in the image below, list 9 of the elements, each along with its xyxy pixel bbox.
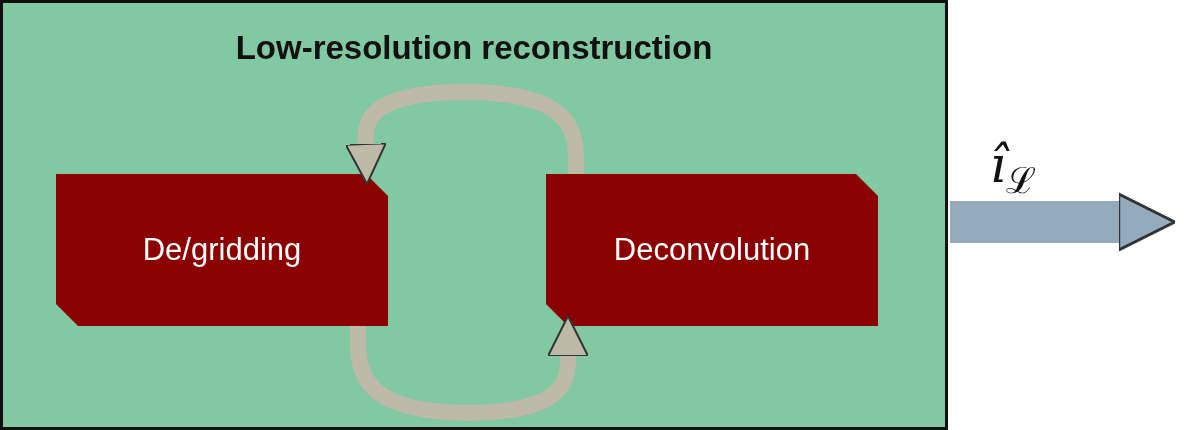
process-box [546,174,878,326]
panel [0,0,948,430]
arrow [950,192,1177,252]
arrow [350,315,589,421]
process-label: De/gridding [142,232,302,268]
process-label: Deconvolution [613,232,811,268]
panel-title: Low-resolution reconstruction [234,29,714,67]
process-box [56,174,388,326]
edge-label: î$_{ℒ}$ [990,140,1036,199]
